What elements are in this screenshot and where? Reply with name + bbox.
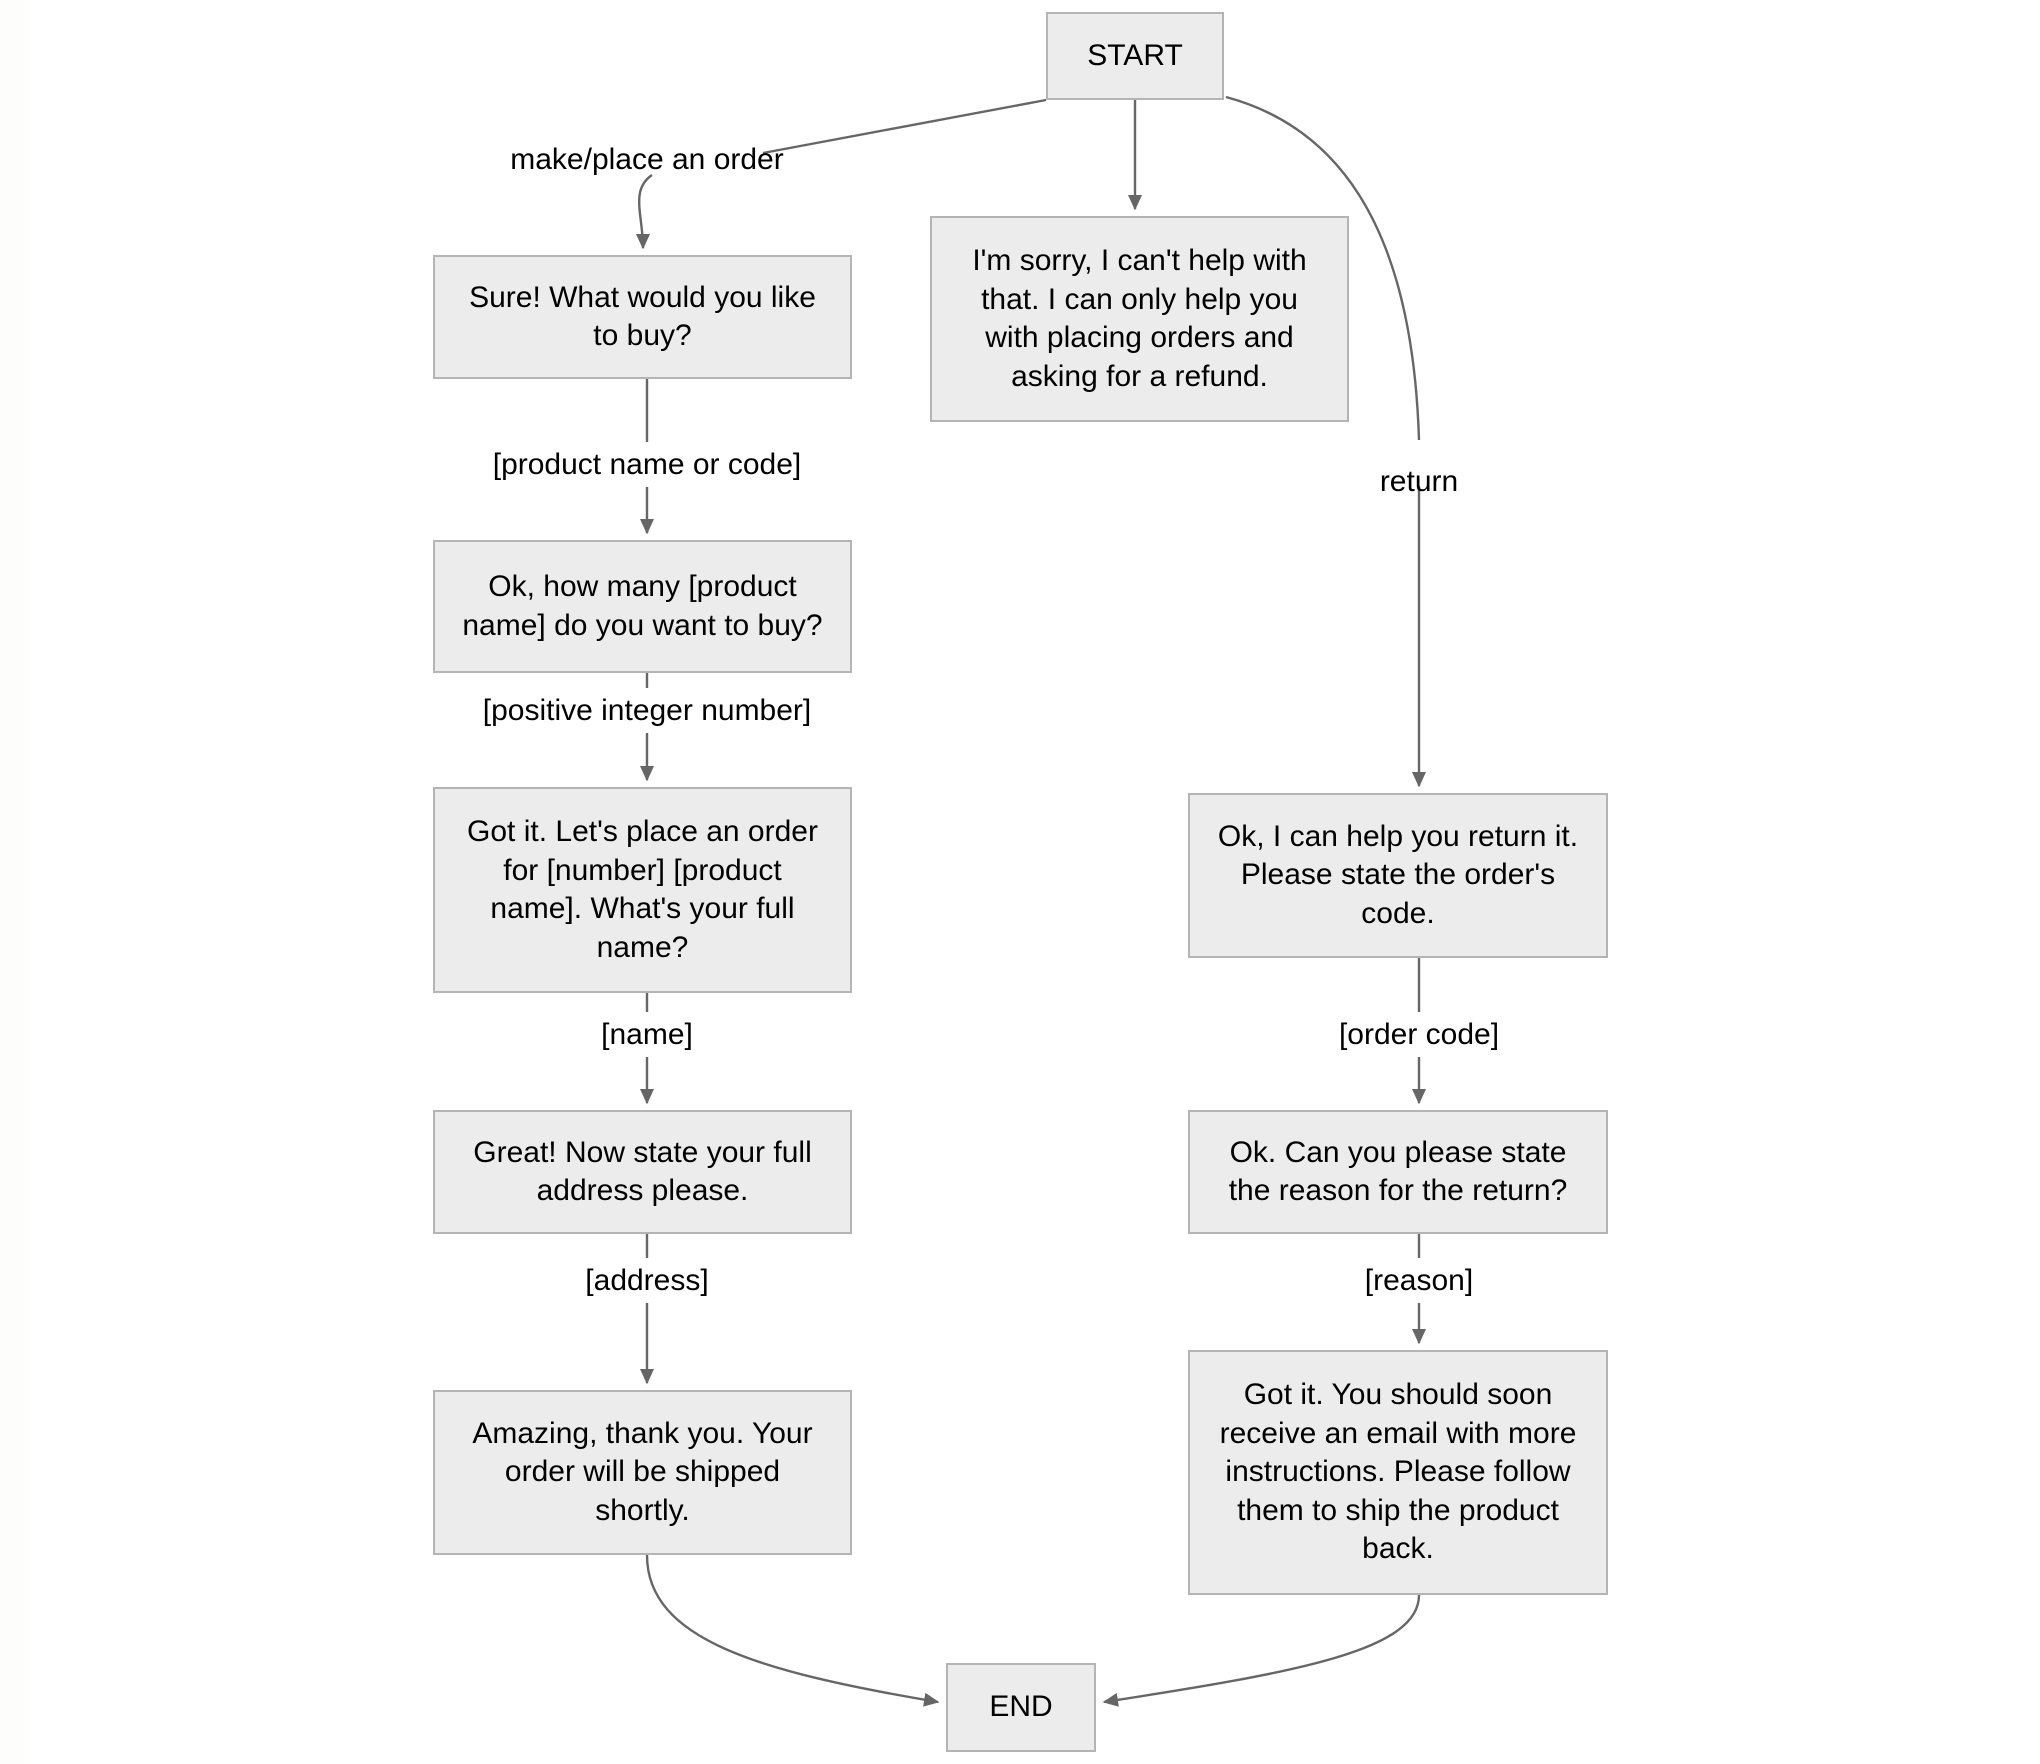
node-ask-product[interactable]: Sure! What would you like to buy?	[433, 255, 852, 379]
node-start[interactable]: START	[1046, 12, 1224, 100]
edge-label-return: return	[1379, 465, 1459, 498]
connector-start-to-ask-product	[762, 98, 1047, 155]
node-order-confirmation[interactable]: Amazing, thank you. Your order will be s…	[433, 1390, 852, 1555]
node-return-ask-order-code[interactable]: Ok, I can help you return it. Please sta…	[1188, 793, 1608, 958]
node-ask-quantity[interactable]: Ok, how many [product name] do you want …	[433, 540, 852, 673]
connector-start-to-ask-product-curve	[635, 174, 653, 250]
edge-label-address: [address]	[585, 1264, 709, 1297]
edge-label-positive-integer-number: [positive integer number]	[482, 694, 812, 727]
edge-label-order-code: [order code]	[1338, 1018, 1500, 1051]
edge-label-make-place-an-order: make/place an order	[510, 143, 784, 176]
left-edge-strip	[0, 0, 30, 1764]
connector-order-done-to-end	[645, 1554, 940, 1707]
node-fallback-message[interactable]: I'm sorry, I can't help with that. I can…	[930, 216, 1349, 422]
connector-return-done-to-end	[1102, 1594, 1421, 1707]
edge-label-name: [name]	[601, 1018, 693, 1051]
edge-label-reason: [reason]	[1364, 1264, 1474, 1297]
node-ask-address[interactable]: Great! Now state your full address pleas…	[433, 1110, 852, 1234]
node-return-confirmation[interactable]: Got it. You should soon receive an email…	[1188, 1350, 1608, 1595]
node-return-ask-reason[interactable]: Ok. Can you please state the reason for …	[1188, 1110, 1608, 1234]
edge-label-product-name-or-code: [product name or code]	[492, 448, 802, 481]
node-end[interactable]: END	[946, 1663, 1096, 1752]
node-ask-full-name[interactable]: Got it. Let's place an order for [number…	[433, 787, 852, 993]
